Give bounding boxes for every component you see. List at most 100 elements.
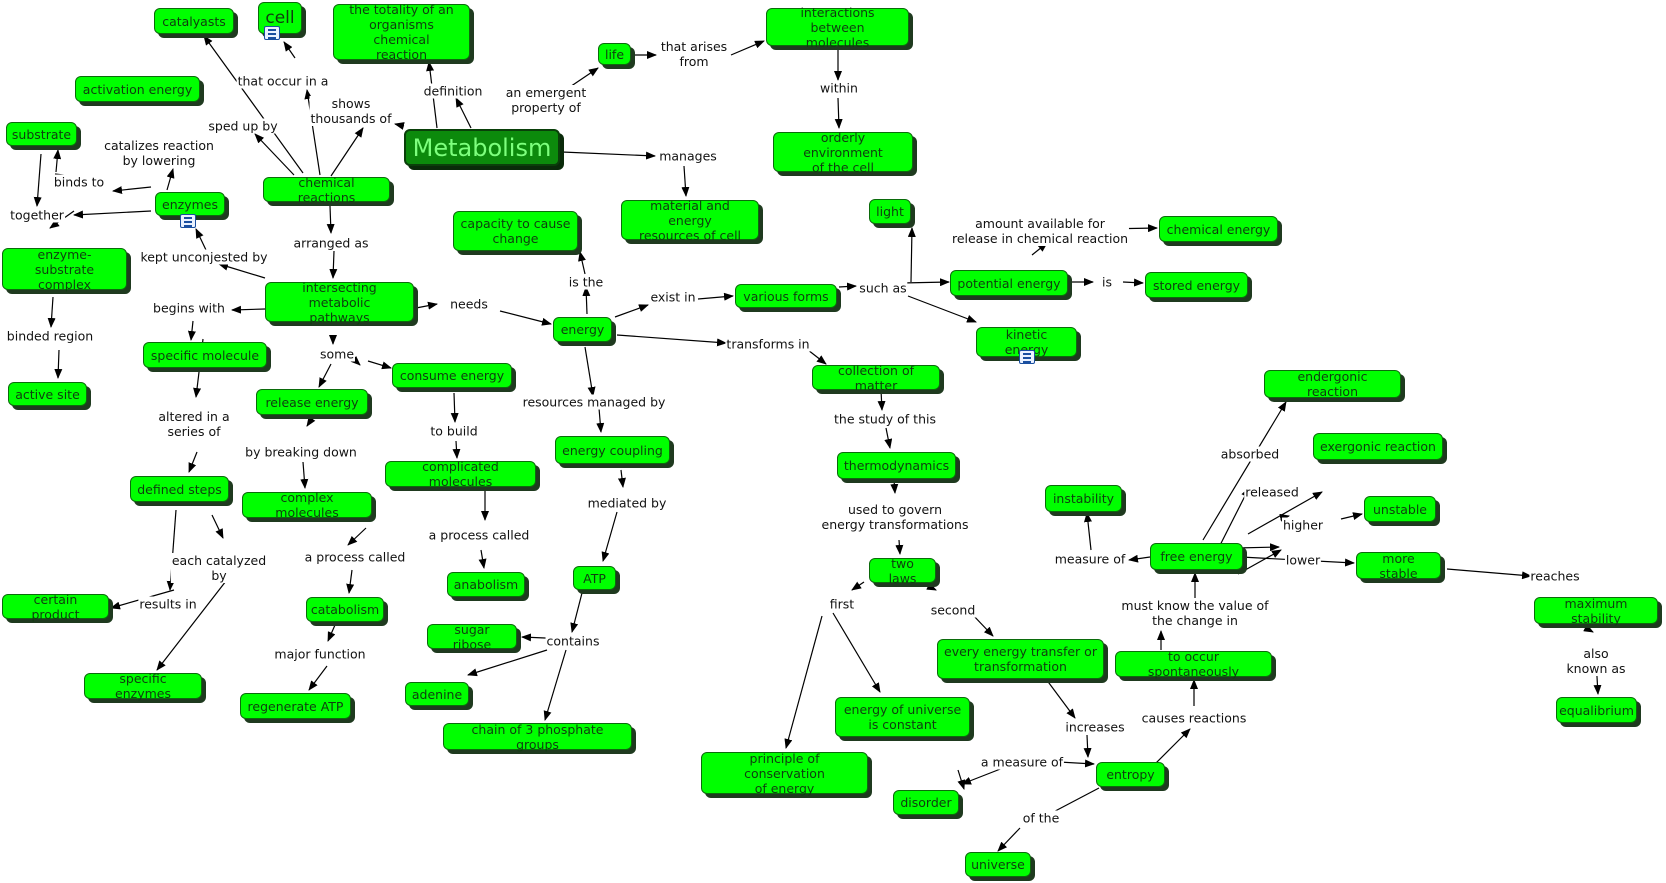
concept-node-adenine[interactable]: adenine <box>405 682 469 706</box>
concept-node-disorder[interactable]: disorder <box>893 790 959 815</box>
concept-node-endergonic[interactable]: endergonic reaction <box>1264 369 1401 399</box>
concept-node-chemreact[interactable]: chemical reactions <box>263 175 390 205</box>
concept-node-equilibrium[interactable]: equalibrium <box>1556 697 1637 723</box>
concept-node-spontaneous[interactable]: to occur spontaneously <box>1115 649 1272 679</box>
connector-arrow <box>73 210 152 219</box>
connector-arrow <box>156 580 227 671</box>
link-label-usedgovern: used to govern energy transformations <box>820 502 970 532</box>
concept-node-life[interactable]: life <box>598 43 631 65</box>
submap-link-icon[interactable] <box>264 26 280 40</box>
link-label-tobuild: to build <box>429 423 479 439</box>
link-label-catalyzes: catalizes reaction by lowering <box>103 138 215 168</box>
connector-arrow <box>195 228 207 251</box>
concept-node-atp[interactable]: ATP <box>573 566 616 590</box>
concept-node-entropy[interactable]: entropy <box>1096 762 1165 787</box>
concept-node-specenz[interactable]: specific enzymes <box>84 671 202 701</box>
concept-node-chemenergy[interactable]: chemical energy <box>1159 216 1278 242</box>
concept-node-esc[interactable]: enzyme-substrate complex <box>2 247 127 292</box>
concept-node-catabolism[interactable]: catabolism <box>306 597 384 622</box>
link-label-arranged: arranged as <box>292 235 370 251</box>
connector-arrow <box>895 539 904 555</box>
link-label-together: together <box>9 207 65 223</box>
connector-arrow <box>784 615 823 749</box>
concept-node-anabolism[interactable]: anabolism <box>447 572 525 597</box>
concept-node-thermo[interactable]: thermodynamics <box>837 452 956 479</box>
link-label-amount: amount available for release in chemical… <box>950 216 1130 246</box>
concept-node-activation[interactable]: activation energy <box>75 76 200 102</box>
concept-node-material[interactable]: material and energy resources of cell <box>621 198 759 243</box>
connector-arrow <box>570 592 583 633</box>
connector-arrow <box>450 392 459 423</box>
concept-node-collection[interactable]: collection of matter <box>812 363 940 393</box>
connector-arrow <box>306 413 316 427</box>
concept-node-twolaws[interactable]: two laws <box>869 556 936 586</box>
concept-node-totality[interactable]: the totality of an organisms chemical re… <box>333 2 470 62</box>
concept-node-various[interactable]: various forms <box>735 284 837 308</box>
concept-node-morestable[interactable]: more stable <box>1356 551 1441 581</box>
connector-arrow <box>890 479 899 494</box>
connector-arrow <box>304 89 321 176</box>
concept-node-release[interactable]: release energy <box>256 389 368 415</box>
concept-node-energy[interactable]: energy <box>553 317 612 342</box>
concept-node-unstable[interactable]: unstable <box>1364 496 1436 522</box>
concept-node-enzymes[interactable]: enzymes <box>155 192 225 216</box>
concept-node-substrate[interactable]: substrate <box>6 122 77 146</box>
concept-node-certain[interactable]: certain product <box>2 592 109 622</box>
link-label-altered: altered in a series of <box>157 409 231 439</box>
concept-node-universeconst[interactable]: energy of universe is constant <box>835 697 970 737</box>
concept-node-imp[interactable]: intersecting metabolic pathways <box>265 280 414 325</box>
submap-link-icon[interactable] <box>180 214 196 228</box>
concept-node-complicated[interactable]: complicated molecules <box>385 459 536 489</box>
connector-arrow <box>300 461 309 489</box>
concept-node-instability[interactable]: instability <box>1045 485 1122 512</box>
concept-node-specmol[interactable]: specific molecule <box>143 342 267 368</box>
concept-node-activesite[interactable]: active site <box>8 382 87 406</box>
concept-node-consume[interactable]: consume energy <box>392 363 512 388</box>
link-label-unconj: kept unconjested by <box>139 249 269 265</box>
concept-node-exergonic[interactable]: exergonic reaction <box>1313 433 1443 460</box>
connector-arrow <box>499 310 552 326</box>
concept-node-coupling[interactable]: energy coupling <box>555 436 670 464</box>
link-label-needs: needs <box>449 296 489 312</box>
concept-node-chain[interactable]: chain of 3 phosphate groups <box>443 722 632 752</box>
concept-node-universe[interactable]: universe <box>965 852 1031 877</box>
concept-node-sugar[interactable]: sugar ribose <box>427 622 517 652</box>
link-label-manages: manages <box>658 148 718 164</box>
concept-node-light[interactable]: light <box>869 199 911 224</box>
link-label-measureof: measure of <box>1053 551 1127 567</box>
connector-arrow <box>877 389 886 411</box>
concept-node-regen[interactable]: regenerate ATP <box>240 693 351 719</box>
concept-node-freeenergy[interactable]: free energy <box>1150 543 1243 570</box>
link-label-spedup: sped up by <box>207 118 279 134</box>
concept-node-maxstab[interactable]: maximum stability <box>1534 596 1658 626</box>
connector-arrow <box>884 427 893 449</box>
submap-link-icon[interactable] <box>1019 350 1035 364</box>
connector-arrow <box>596 407 605 433</box>
connector-arrow <box>907 227 916 283</box>
connector-arrow <box>329 250 338 279</box>
concept-node-everytransfer[interactable]: every energy transfer or transformation <box>937 639 1104 679</box>
concept-node-defined[interactable]: defined steps <box>130 476 229 502</box>
connector-arrow <box>1279 513 1290 522</box>
concept-node-metabolism[interactable]: Metabolism <box>404 129 560 166</box>
link-label-definition: definition <box>422 83 484 99</box>
connector-arrow <box>415 301 438 310</box>
concept-node-capacity[interactable]: capacity to cause change <box>453 211 578 251</box>
concept-node-catalyasts[interactable]: catalyasts <box>154 8 234 34</box>
link-label-processcalled1: a process called <box>427 527 531 543</box>
concept-node-orderly[interactable]: orderly environment of the cell <box>773 130 913 175</box>
link-label-mustknow: must know the value of the change in <box>1120 598 1270 628</box>
link-label-contains: contains <box>545 633 601 649</box>
concept-node-complexmol[interactable]: complex molecules <box>242 490 372 520</box>
connector-arrow <box>907 295 977 323</box>
connector-arrow <box>211 514 224 539</box>
concept-node-potential[interactable]: potential energy <box>950 270 1068 296</box>
connector-arrow <box>578 251 586 275</box>
concept-node-interactions[interactable]: interactions between molecules <box>766 5 909 50</box>
link-label-first: first <box>828 596 856 612</box>
concept-node-stored[interactable]: stored energy <box>1145 272 1248 298</box>
connector-arrow <box>367 360 392 370</box>
concept-node-principle[interactable]: principle of conservation of energy <box>701 751 868 796</box>
link-label-is: is <box>1101 274 1113 290</box>
connector-arrow <box>601 511 618 562</box>
